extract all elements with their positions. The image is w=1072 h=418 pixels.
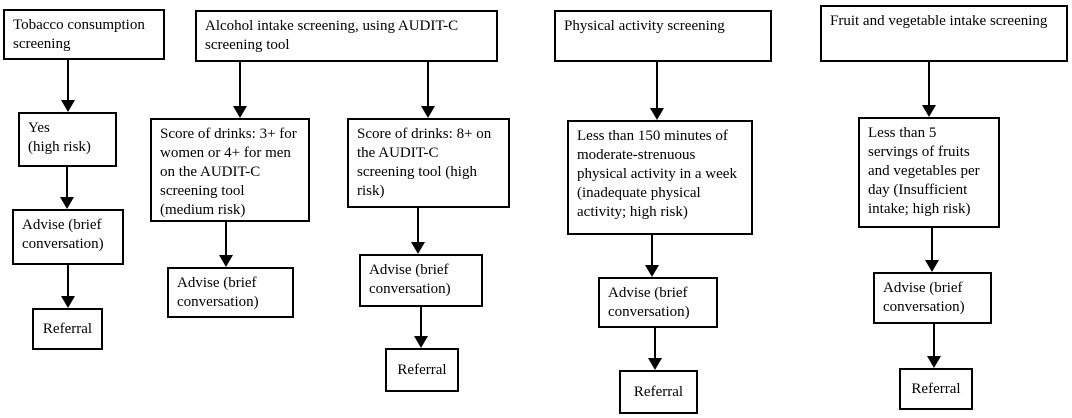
arrow-head-icon <box>233 106 247 118</box>
arrow-head-icon <box>61 296 75 308</box>
alcohol-high-advise-box: Advise (brief conversation) <box>359 254 483 307</box>
arrow-shaft <box>651 235 653 267</box>
arrow-shaft <box>417 208 419 244</box>
arrow-head-icon <box>60 197 74 209</box>
arrow-head-icon <box>411 242 425 254</box>
fruit-vegetable-advise-box: Advise (brief conversation) <box>873 272 992 324</box>
alcohol-screening-box: Alcohol intake screening, using AUDIT-C … <box>195 10 498 62</box>
arrow-shaft <box>225 222 227 257</box>
fruit-vegetable-screening-box: Fruit and vegetable intake screening <box>820 5 1068 62</box>
arrow-shaft <box>66 167 68 199</box>
arrow-head-icon <box>421 106 435 118</box>
down-arrow <box>421 62 435 118</box>
arrow-shaft <box>427 62 429 108</box>
tobacco-result-box: Yes (high risk) <box>18 112 117 167</box>
arrow-shaft <box>928 62 930 107</box>
arrow-head-icon <box>648 358 662 370</box>
physical-activity-referral-box: Referral <box>619 370 698 414</box>
physical-activity-advise-box: Advise (brief conversation) <box>598 277 718 328</box>
down-arrow <box>922 62 936 117</box>
arrow-shaft <box>67 60 69 102</box>
physical-activity-screening-box: Physical activity screening <box>554 10 772 62</box>
tobacco-advise-box: Advise (brief conversation) <box>12 209 124 265</box>
down-arrow <box>219 222 233 267</box>
down-arrow <box>61 60 75 112</box>
tobacco-referral-box: Referral <box>32 308 103 350</box>
down-arrow <box>60 167 74 209</box>
down-arrow <box>925 228 939 272</box>
alcohol-medium-advise-box: Advise (brief conversation) <box>167 267 294 318</box>
physical-activity-result-box: Less than 150 minutes of moderate-strenu… <box>567 120 753 235</box>
arrow-shaft <box>933 324 935 358</box>
arrow-shaft <box>656 62 658 110</box>
arrow-head-icon <box>922 105 936 117</box>
arrow-shaft <box>420 307 422 338</box>
arrow-shaft <box>239 62 241 108</box>
arrow-shaft <box>67 265 69 298</box>
arrow-shaft <box>654 328 656 360</box>
down-arrow <box>414 307 428 348</box>
arrow-head-icon <box>219 255 233 267</box>
arrow-head-icon <box>925 260 939 272</box>
down-arrow <box>645 235 659 277</box>
tobacco-screening-box: Tobacco consumption screening <box>3 9 165 60</box>
down-arrow <box>927 324 941 368</box>
down-arrow <box>411 208 425 254</box>
arrow-head-icon <box>645 265 659 277</box>
fruit-vegetable-referral-box: Referral <box>899 368 973 410</box>
alcohol-high-risk-box: Score of drinks: 8+ on the AUDIT-C scree… <box>347 118 510 208</box>
arrow-head-icon <box>650 108 664 120</box>
down-arrow <box>61 265 75 308</box>
arrow-head-icon <box>927 356 941 368</box>
down-arrow <box>233 62 247 118</box>
alcohol-high-referral-box: Referral <box>385 348 459 392</box>
down-arrow <box>650 62 664 120</box>
fruit-vegetable-result-box: Less than 5 servings of fruits and veget… <box>858 117 1000 228</box>
arrow-head-icon <box>414 336 428 348</box>
down-arrow <box>648 328 662 370</box>
alcohol-medium-risk-box: Score of drinks: 3+ for women or 4+ for … <box>150 118 310 222</box>
arrow-head-icon <box>61 100 75 112</box>
arrow-shaft <box>931 228 933 262</box>
